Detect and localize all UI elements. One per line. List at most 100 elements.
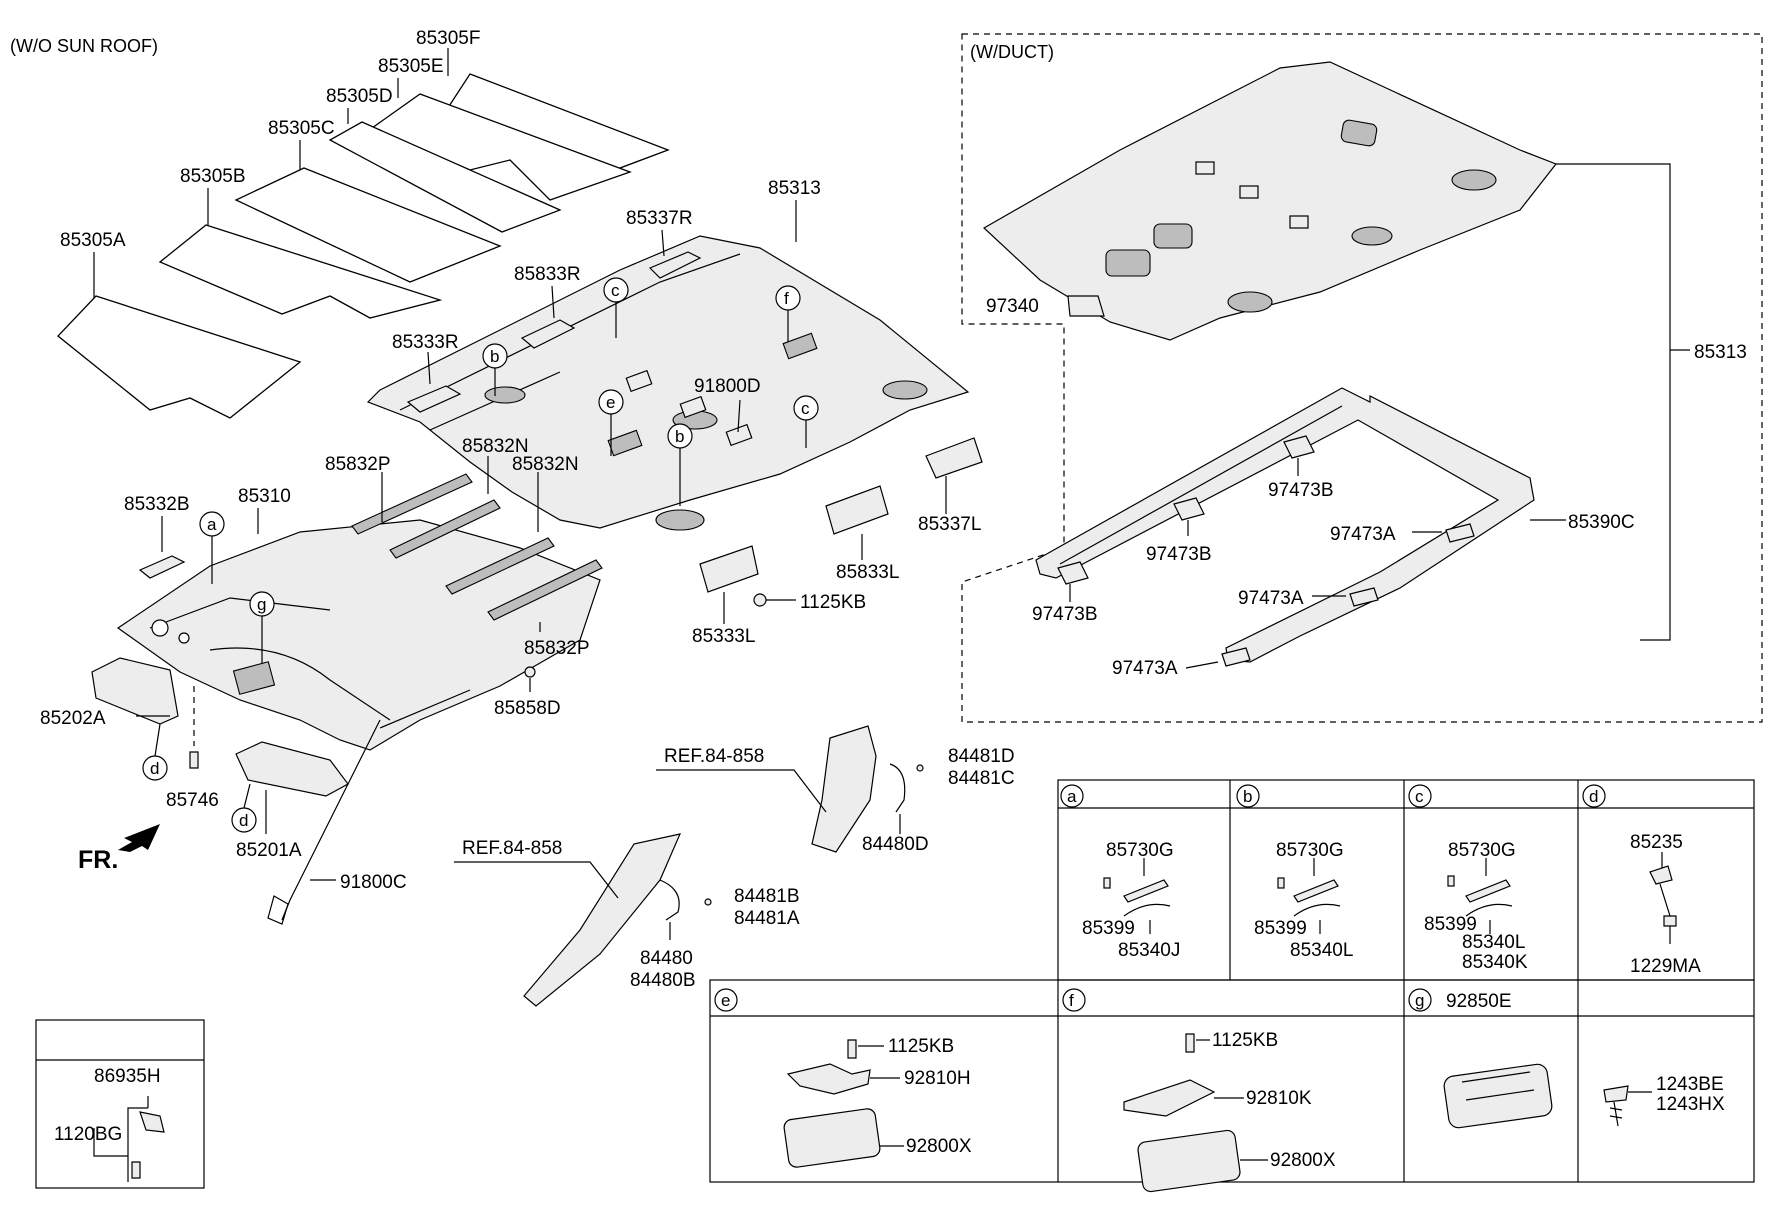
label-97340: 97340 bbox=[986, 296, 1039, 317]
cell-f-92800X: 92800X bbox=[1270, 1150, 1336, 1171]
roof-panels bbox=[57, 73, 670, 419]
callout-b2: b bbox=[675, 427, 684, 446]
cell-b-85399: 85399 bbox=[1254, 918, 1307, 939]
callout-c2: c bbox=[801, 399, 810, 418]
bracket-85332B bbox=[138, 516, 186, 579]
bracket-85833L bbox=[825, 485, 889, 560]
label-85305E: 85305E bbox=[378, 56, 444, 77]
label-85832N-2: 85832N bbox=[512, 454, 579, 475]
label-97473B-3: 97473B bbox=[1032, 604, 1098, 625]
trim-strips-85832 bbox=[351, 473, 603, 621]
callout-b1: b bbox=[490, 347, 499, 366]
label-97473B-2: 97473B bbox=[1146, 544, 1212, 565]
label-85332B: 85332B bbox=[124, 494, 190, 515]
callout-a1: a bbox=[207, 515, 217, 534]
cell-b-parts bbox=[1277, 858, 1341, 934]
table-key-f: f bbox=[1069, 991, 1074, 1010]
label-85833L: 85833L bbox=[836, 562, 899, 583]
label-85832P-1: 85832P bbox=[325, 454, 391, 475]
label-85390C: 85390C bbox=[1568, 512, 1635, 533]
cell-a-85340J: 85340J bbox=[1118, 940, 1180, 961]
label-97473A-1: 97473A bbox=[1330, 524, 1396, 545]
label-ref-2: REF.84-858 bbox=[462, 838, 562, 859]
front-marker: FR. bbox=[78, 846, 118, 874]
label-85333L: 85333L bbox=[692, 626, 755, 647]
cell-d-parts bbox=[1649, 852, 1677, 944]
cell-a-85730G: 85730G bbox=[1106, 840, 1174, 861]
pillar-trim-upper bbox=[811, 725, 877, 853]
label-97473A-2: 97473A bbox=[1238, 588, 1304, 609]
panel-85305C bbox=[234, 167, 502, 283]
table-key-d: d bbox=[1589, 787, 1598, 806]
callout-d2: d bbox=[239, 811, 248, 830]
callout-c1: c bbox=[611, 281, 620, 300]
cell-d-1229MA: 1229MA bbox=[1630, 956, 1701, 977]
cell-g-parts bbox=[1443, 1063, 1553, 1129]
section-wo-sunroof: (W/O SUN ROOF) bbox=[10, 36, 158, 56]
cell-a-parts bbox=[1103, 858, 1171, 934]
cell-c-85340K: 85340K bbox=[1462, 952, 1528, 973]
label-84480B: 84480B bbox=[630, 970, 696, 991]
label-85858D: 85858D bbox=[494, 698, 561, 719]
label-85305B: 85305B bbox=[180, 166, 246, 187]
cell-f-parts bbox=[1123, 1033, 1268, 1193]
label-ref-1: REF.84-858 bbox=[664, 746, 764, 767]
table-key-g: g bbox=[1415, 991, 1424, 1010]
cell-e-92800X: 92800X bbox=[906, 1136, 972, 1157]
parts-table bbox=[709, 779, 1755, 1183]
label-97473A-3: 97473A bbox=[1112, 658, 1178, 679]
cell-e-92810H: 92810H bbox=[904, 1068, 971, 1089]
label-84481D: 84481D bbox=[948, 746, 1015, 767]
label-85333R: 85333R bbox=[392, 332, 459, 353]
label-86935H: 86935H bbox=[94, 1066, 161, 1087]
label-85337R: 85337R bbox=[626, 208, 693, 229]
headliner-85313-duct bbox=[982, 61, 1557, 341]
label-85832P-2: 85832P bbox=[524, 638, 590, 659]
wire-harness-91800C bbox=[267, 719, 381, 925]
cell-c-85399: 85399 bbox=[1424, 914, 1477, 935]
pillar-trim-lower bbox=[523, 833, 682, 1007]
cell-d-85235: 85235 bbox=[1630, 832, 1683, 853]
bracket-85333L bbox=[699, 545, 759, 624]
label-1125KB-main: 1125KB bbox=[800, 592, 866, 613]
label-97473B-1: 97473B bbox=[1268, 480, 1334, 501]
label-85313-main: 85313 bbox=[768, 178, 821, 199]
assist-grip-84480 bbox=[659, 879, 712, 921]
assist-grip-84480D bbox=[889, 763, 924, 813]
callout-e1: e bbox=[606, 393, 615, 412]
box-86935H bbox=[35, 1019, 205, 1189]
table-key-e: e bbox=[721, 991, 730, 1010]
label-84480D: 84480D bbox=[862, 834, 929, 855]
cell-c-85730G: 85730G bbox=[1448, 840, 1516, 861]
headliner-85313 bbox=[366, 235, 970, 531]
bracket-85333R bbox=[406, 351, 462, 413]
label-84481B: 84481B bbox=[734, 886, 800, 907]
label-85310: 85310 bbox=[238, 486, 291, 507]
panel-leaders bbox=[93, 48, 449, 298]
duct-frame bbox=[961, 33, 1763, 723]
cell-f-1125KB: 1125KB bbox=[1212, 1030, 1278, 1051]
bracket-85337R bbox=[648, 229, 702, 279]
label-85202A: 85202A bbox=[40, 708, 106, 729]
cell-c-85340L: 85340L bbox=[1462, 932, 1525, 953]
label-85201A: 85201A bbox=[236, 840, 302, 861]
panel-85305B bbox=[158, 224, 443, 319]
cell-e-1125KB: 1125KB bbox=[888, 1036, 954, 1057]
cell-h-1243HX: 1243HX bbox=[1656, 1094, 1725, 1115]
callout-d1: d bbox=[150, 759, 159, 778]
duct-part-97340 bbox=[1067, 295, 1105, 317]
table-key-a: a bbox=[1067, 787, 1077, 806]
duct-85390C bbox=[1035, 387, 1535, 663]
section-w-duct: (W/DUCT) bbox=[970, 42, 1054, 62]
label-84481A: 84481A bbox=[734, 908, 800, 929]
label-91800D: 91800D bbox=[694, 376, 761, 397]
callout-g1: g bbox=[257, 595, 266, 614]
table-g-part: 92850E bbox=[1446, 991, 1512, 1012]
table-key-c: c bbox=[1415, 787, 1424, 806]
label-85833R: 85833R bbox=[514, 264, 581, 285]
cell-e-parts bbox=[783, 1039, 904, 1168]
front-arrow-icon bbox=[118, 824, 160, 852]
panel-85305A bbox=[57, 295, 302, 419]
label-85313-duct: 85313 bbox=[1694, 342, 1747, 363]
